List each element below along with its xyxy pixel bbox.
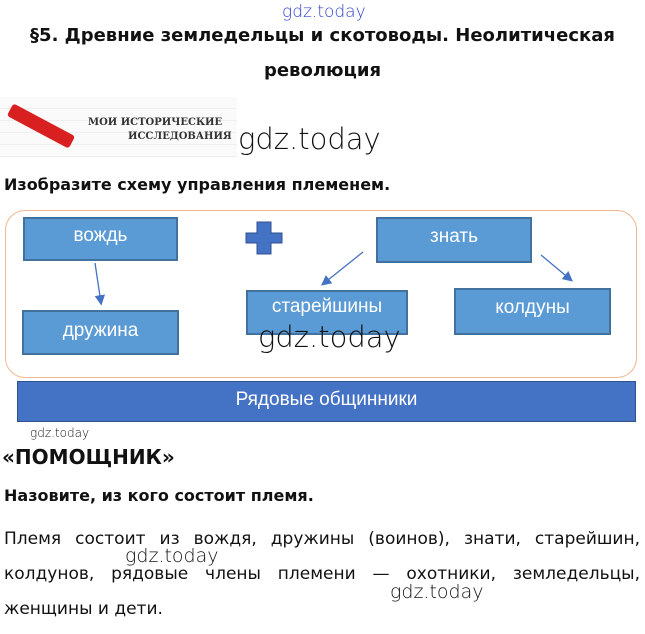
box-leader: вождь: [23, 217, 178, 261]
task-prompt: Изобразите схему управления племенем.: [4, 175, 391, 194]
watermark: gdz.today: [238, 122, 381, 156]
arrow-nobility-elders: [320, 251, 364, 286]
box-elders: старейшины: [246, 290, 408, 335]
banner-line2: ИССЛЕДОВАНИЯ: [128, 131, 232, 142]
page-title-line1: §5. Древние земледельцы и скотоводы. Нео…: [30, 25, 615, 46]
arrow-leader-retinue: [94, 262, 105, 306]
watermark: gdz.today: [390, 581, 484, 603]
plus-icon: [245, 221, 283, 255]
box-sorcerers: колдуны: [454, 288, 611, 335]
box-nobility: знать: [376, 217, 532, 263]
commoners-bar: Рядовые общинники: [17, 381, 636, 422]
watermark: gdz.today: [258, 320, 401, 354]
helper-answer: Племя состоит из вождя, дружины (воинов)…: [4, 529, 640, 619]
watermark: gdz.today: [30, 426, 90, 440]
banner-line1: МОИ ИСТОРИЧЕСКИЕ: [88, 117, 223, 128]
page-title-line2: революция: [263, 60, 382, 81]
diagram-arrows: [94, 221, 573, 306]
diagram-frame: [5, 210, 637, 378]
box-retinue: дружина: [22, 310, 179, 355]
watermark: gdz.today: [125, 545, 219, 567]
watermark-top: gdz.today: [282, 2, 366, 22]
research-banner: МОИ ИСТОРИЧЕСКИЕ ИССЛЕДОВАНИЯ: [0, 97, 237, 157]
helper-question: Назовите, из кого состоит племя.: [4, 486, 314, 505]
arrow-nobility-sorcerers: [540, 254, 573, 282]
helper-heading: «ПОМОЩНИК»: [2, 445, 175, 469]
